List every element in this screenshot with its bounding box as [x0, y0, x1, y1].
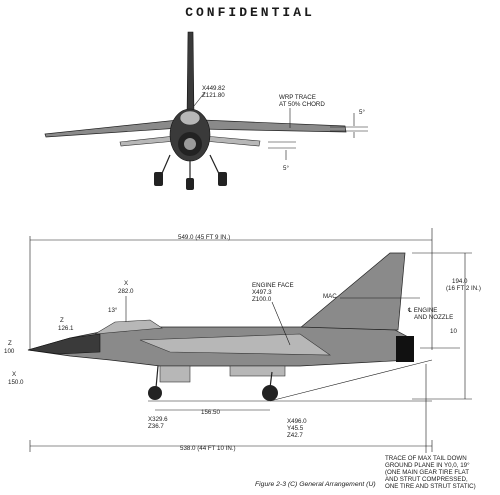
trace-line-5: ONE TIRE AND STRUT STATIC)	[385, 483, 476, 490]
trace-line-3: (ONE MAIN GEAR TIRE FLAT	[385, 469, 469, 476]
wrp-trace-label: WRP TRACE	[279, 94, 316, 101]
trace-line-2: GROUND PLANE IN Y0,0, 19°	[385, 462, 470, 469]
front-canopy	[179, 110, 201, 126]
engine-nozzle-label: AND NOZZLE	[414, 314, 453, 321]
front-left-tailplane	[119, 135, 177, 147]
front-vertical-tail	[186, 31, 195, 119]
mac-label: MAC	[323, 293, 337, 300]
wrp-chord-label: AT 50% CHORD	[279, 101, 325, 108]
x150-value: 150.0	[8, 379, 24, 386]
z126-label: Z	[60, 317, 64, 324]
main-gear-z: Z42.7	[287, 432, 303, 439]
front-station-x: X449.82	[202, 85, 226, 92]
trace-line-1: TRACE OF MAX TAIL DOWN	[385, 455, 467, 462]
side-nozzle	[396, 336, 414, 362]
z100-value: 100	[4, 348, 15, 355]
gear-spacing-dim: 156.50	[201, 409, 220, 416]
engine-centerline-label: ℄ ENGINE	[408, 307, 437, 314]
front-nose-wheel	[186, 178, 194, 190]
front-station-z: Z121.80	[202, 92, 225, 99]
side-main-bay	[229, 365, 286, 377]
angle-13: 13°	[108, 307, 118, 314]
front-right-wing	[199, 119, 347, 133]
front-view: X449.82 Z121.80 WRP TRACE AT 50% CHORD 5…	[44, 31, 368, 190]
overall-length-dim: 549.0 (45 FT 9 IN.)	[178, 234, 230, 241]
engine-face-x: X497.3	[252, 289, 272, 296]
side-wing	[139, 333, 331, 356]
front-right-tailplane	[203, 135, 261, 147]
classification-header: CONFIDENTIAL	[0, 0, 500, 20]
side-main-wheel	[262, 385, 278, 401]
classification-label: CONFIDENTIAL	[185, 5, 315, 20]
x150-label: X	[12, 371, 16, 378]
angle-10: 10	[450, 328, 457, 335]
side-vertical-tail	[299, 252, 406, 331]
main-gear-y: Y45.5	[287, 425, 304, 432]
engine-face-z: Z100.0	[252, 296, 272, 303]
front-angle-lower: 5°	[283, 165, 289, 172]
front-left-wing	[44, 119, 181, 138]
overall-height-ft: (16 FT 2 IN.)	[446, 285, 481, 292]
z126-value: 126.1	[58, 325, 74, 332]
nose-x-label: X	[124, 280, 128, 287]
side-ventral-bay	[159, 365, 191, 383]
side-canopy	[94, 319, 163, 335]
nose-x-value: 282.0	[118, 288, 134, 295]
side-nose-wheel	[148, 386, 162, 400]
overall-height-dim: 194.0	[452, 278, 468, 285]
nose-gear-z: Z36.7	[148, 423, 164, 430]
side-nose	[27, 333, 101, 355]
ground-length-dim: 538.0 (44 FT 10 IN.)	[180, 445, 236, 452]
trace-line-4: AND STRUT COMPRESSED,	[385, 476, 468, 483]
engine-face-label: ENGINE FACE	[252, 282, 294, 289]
front-angle-upper: 5°	[359, 109, 365, 116]
main-gear-x: X496.0	[287, 418, 307, 425]
z100-label: Z	[8, 340, 12, 347]
front-right-wheel	[218, 172, 227, 186]
side-view: 549.0 (45 FT 9 IN.) 194.0 (16 FT 2 IN.) …	[4, 228, 481, 490]
figure-caption: Figure 2-3 (C) General Arrangement (U)	[255, 481, 376, 488]
nose-gear-x: X329.6	[148, 416, 168, 423]
front-left-wheel	[154, 172, 163, 186]
front-intake-cone	[184, 138, 196, 150]
